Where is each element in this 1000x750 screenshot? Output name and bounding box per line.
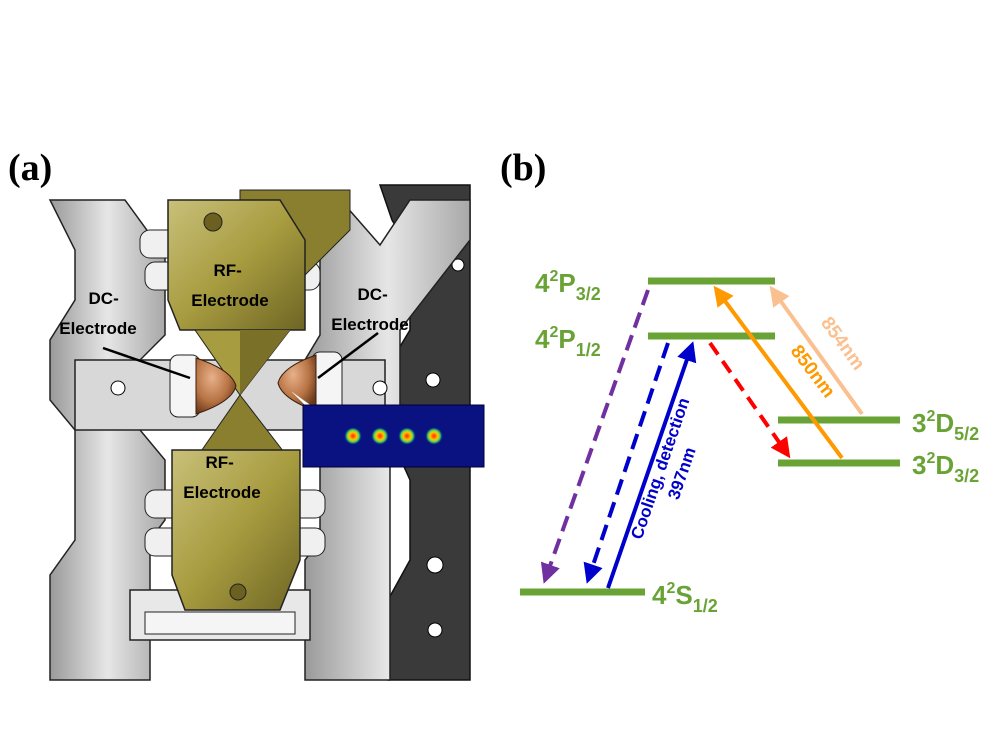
panel-b: (b) Cooling, detection 397nm 850nm 854nm — [500, 147, 979, 616]
rf-electrode-bottom — [171, 394, 301, 611]
label-4P1/2: 42P1/2 — [535, 324, 601, 360]
panel-a: (a) — [8, 147, 485, 681]
decay-blue-arrow — [583, 342, 670, 584]
decay-purple-arrow — [540, 289, 650, 584]
label-397nm: Cooling, detection 397nm — [627, 391, 716, 549]
ion-spot — [371, 427, 389, 445]
transitions — [540, 285, 864, 589]
ion-image-inset — [302, 404, 485, 468]
ion-spot — [398, 427, 416, 445]
label-4S1/2: 42S1/2 — [652, 580, 718, 616]
dc-electrode-left — [169, 354, 237, 418]
panel-b-tag: (b) — [500, 147, 546, 189]
arrow-850nm — [713, 285, 844, 460]
label-4P3/2: 42P3/2 — [535, 268, 601, 304]
dc-right-label: DC- Electrode — [331, 285, 408, 334]
rf-electrode-top — [167, 189, 351, 396]
label-854nm: 854nm — [816, 313, 868, 374]
label-3D3/2: 32D3/2 — [912, 450, 979, 486]
level-labels: 42P3/2 42P1/2 32D5/2 32D3/2 42S1/2 — [535, 268, 979, 616]
ion-spot — [344, 427, 362, 445]
label-3D5/2: 32D5/2 — [912, 408, 979, 444]
trap-left-frame — [48, 199, 166, 681]
arrow-397nm — [606, 341, 697, 589]
ion-spots — [344, 427, 443, 445]
dc-right-leader — [317, 332, 379, 379]
dc-left-leader — [102, 346, 191, 380]
rf-bottom-label: RF- Electrode — [183, 453, 260, 502]
energy-levels — [520, 277, 900, 596]
panel-a-tag: (a) — [8, 147, 52, 189]
arrow-854nm — [769, 285, 864, 416]
rf-top-label: RF- Electrode — [191, 261, 268, 310]
decay-red-arrow — [708, 341, 791, 459]
ion-spot — [425, 427, 443, 445]
dc-left-label: DC- Electrode — [59, 289, 136, 338]
dc-electrode-right — [277, 351, 343, 415]
